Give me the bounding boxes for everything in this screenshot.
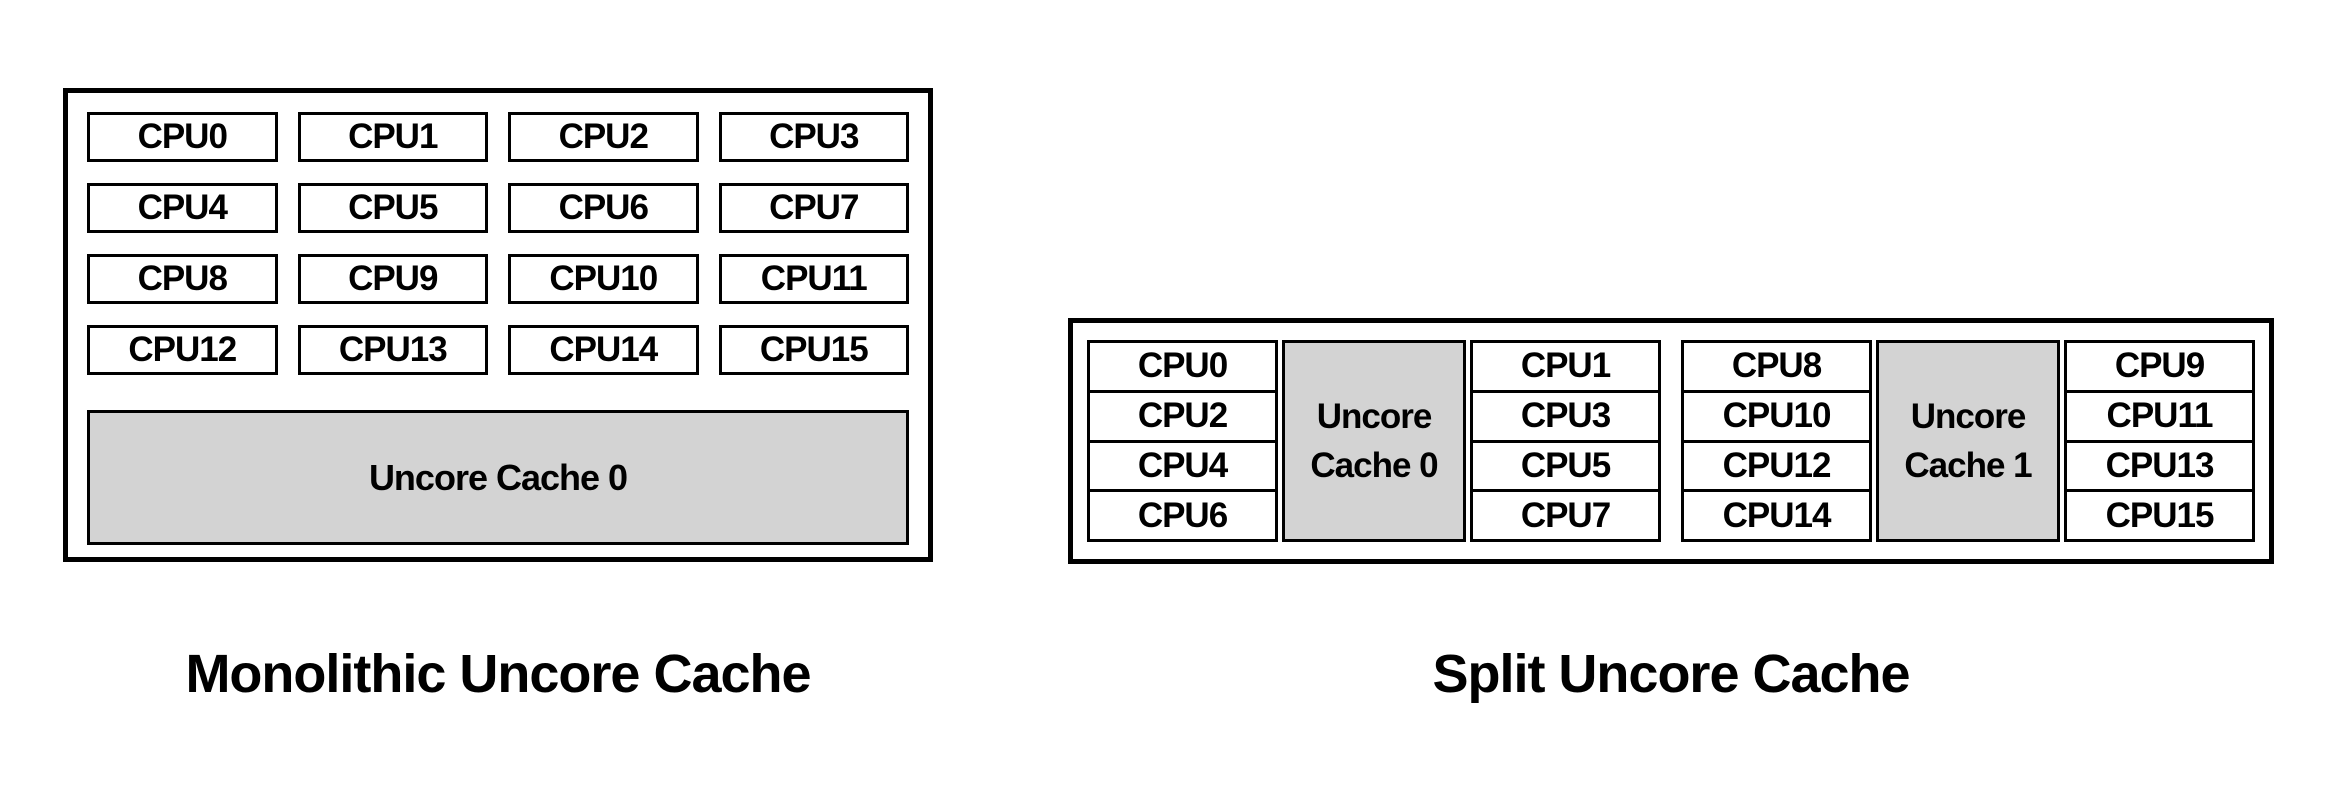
cpu-box: CPU13 <box>297 325 488 375</box>
uncore-cache-box: Uncore Cache 0 <box>1282 340 1466 542</box>
uncore-cache-box: Uncore Cache 1 <box>1876 340 2060 542</box>
cpu-cell: CPU7 <box>1473 489 1658 539</box>
cpu-cell: CPU13 <box>2067 439 2252 490</box>
cpu-box: CPU0 <box>87 112 278 162</box>
cpu-cell: CPU14 <box>1684 489 1869 539</box>
cpu-cell: CPU12 <box>1684 439 1869 490</box>
cpu-box: CPU2 <box>508 112 699 162</box>
cpu-box: CPU4 <box>87 183 278 233</box>
cpu-box: CPU11 <box>718 254 909 304</box>
monolithic-diagram: CPU0 CPU1 CPU2 CPU3 CPU4 CPU5 CPU6 CPU7 … <box>63 88 933 562</box>
cpu-column: CPU1 CPU3 CPU5 CPU7 <box>1470 340 1661 542</box>
cpu-box: CPU8 <box>87 254 278 304</box>
cpu-column: CPU9 CPU11 CPU13 CPU15 <box>2064 340 2255 542</box>
uncore-cache-box: Uncore Cache 0 <box>87 410 909 545</box>
monolithic-caption: Monolithic Uncore Cache <box>185 644 811 704</box>
cpu-grid: CPU0 CPU1 CPU2 CPU3 CPU4 CPU5 CPU6 CPU7 … <box>87 112 909 375</box>
cluster-1: CPU8 CPU10 CPU12 CPU14 Uncore Cache 1 CP… <box>1681 340 2255 542</box>
cpu-cell: CPU10 <box>1684 389 1869 440</box>
cpu-cell: CPU5 <box>1473 439 1658 490</box>
cpu-column: CPU0 CPU2 CPU4 CPU6 <box>1087 340 1278 542</box>
cpu-column: CPU8 CPU10 CPU12 CPU14 <box>1681 340 1872 542</box>
cpu-cell: CPU4 <box>1090 439 1275 490</box>
cpu-box: CPU5 <box>297 183 488 233</box>
cpu-box: CPU15 <box>718 325 909 375</box>
cpu-cell: CPU0 <box>1137 346 1228 386</box>
cluster-0: CPU0 CPU2 CPU4 CPU6 Uncore Cache 0 CPU1 … <box>1087 340 1661 542</box>
cpu-cell: CPU8 <box>1731 346 1822 386</box>
cpu-box: CPU9 <box>297 254 488 304</box>
cpu-cell: CPU3 <box>1473 389 1658 440</box>
split-diagram: CPU0 CPU2 CPU4 CPU6 Uncore Cache 0 CPU1 … <box>1068 318 2274 564</box>
cpu-cell: CPU9 <box>2114 346 2205 386</box>
cpu-cell: CPU15 <box>2067 489 2252 539</box>
cpu-cell: CPU11 <box>2067 389 2252 440</box>
cpu-box: CPU7 <box>718 183 909 233</box>
cpu-box: CPU3 <box>718 112 909 162</box>
cpu-cell: CPU2 <box>1090 389 1275 440</box>
split-caption: Split Uncore Cache <box>1432 644 1910 704</box>
cpu-box: CPU10 <box>508 254 699 304</box>
cpu-cell: CPU6 <box>1090 489 1275 539</box>
cpu-cell: CPU1 <box>1520 346 1611 386</box>
cpu-box: CPU14 <box>508 325 699 375</box>
cpu-box: CPU12 <box>87 325 278 375</box>
cpu-box: CPU1 <box>297 112 488 162</box>
cpu-box: CPU6 <box>508 183 699 233</box>
